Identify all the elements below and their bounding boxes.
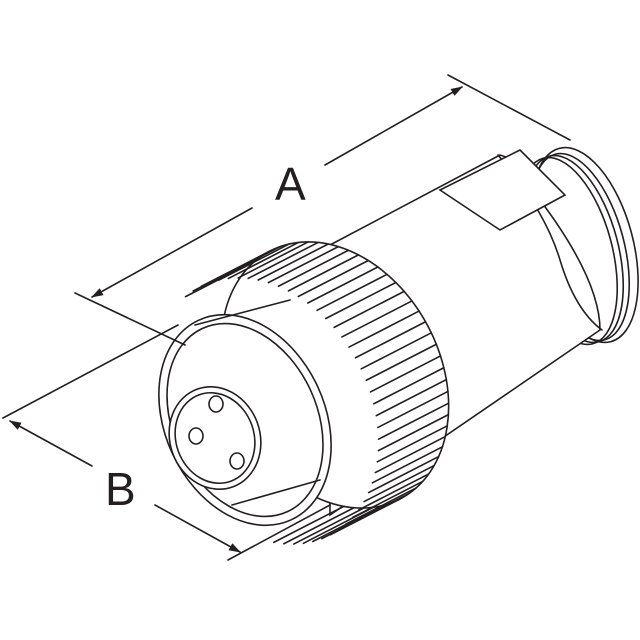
knurl-ridge bbox=[321, 501, 393, 540]
knurl-ridge bbox=[363, 464, 435, 503]
knurl-ridge bbox=[376, 424, 449, 463]
knurl-ridge bbox=[374, 435, 447, 474]
knurl-ridge bbox=[292, 507, 365, 545]
knurl-ridge bbox=[307, 266, 379, 304]
knurl-ridge bbox=[377, 413, 450, 452]
knurl-ridge bbox=[341, 300, 413, 338]
contact-face bbox=[168, 385, 262, 491]
knurl-ridge bbox=[375, 378, 448, 417]
knurl-ridge bbox=[325, 281, 397, 320]
knurl-ridge bbox=[354, 320, 427, 359]
dimension-b: B bbox=[2, 324, 331, 561]
knurl-ridge bbox=[367, 455, 440, 494]
knurl-ridge bbox=[357, 473, 430, 511]
contact-pin bbox=[229, 452, 245, 470]
label-patch bbox=[438, 149, 567, 231]
knurl-ridge bbox=[297, 259, 370, 298]
knurl-ridge bbox=[257, 243, 330, 281]
knurl-ridge bbox=[333, 290, 405, 329]
knurl-ridge bbox=[209, 245, 281, 284]
knurl-ridge bbox=[267, 245, 340, 284]
knurl-ridge bbox=[365, 343, 438, 382]
knurl-ridge bbox=[373, 366, 445, 405]
knurl-ridge bbox=[277, 249, 350, 288]
knurl-ridge bbox=[377, 402, 450, 440]
knurl-ridge bbox=[312, 504, 384, 543]
knurl-ridge bbox=[227, 241, 300, 280]
knurl-ridge bbox=[287, 254, 360, 292]
knurl-ridge bbox=[273, 505, 345, 544]
knurl-ridge bbox=[348, 310, 420, 348]
contact-pin bbox=[208, 395, 224, 413]
knurl-ridge bbox=[377, 390, 449, 429]
knurl-ridge bbox=[369, 355, 442, 393]
knurl-ridge bbox=[218, 243, 290, 281]
knurl-ridge bbox=[360, 332, 433, 370]
knurl-ridge bbox=[237, 241, 309, 279]
dimension-a-label: A bbox=[275, 158, 306, 210]
dimension-a: A bbox=[74, 74, 571, 346]
knurl-ridge bbox=[283, 506, 355, 545]
contact-pin bbox=[188, 427, 204, 445]
knurl-ridge bbox=[371, 446, 444, 484]
knurl-ridge bbox=[316, 273, 388, 312]
dimension-b-label: B bbox=[105, 463, 136, 515]
knurl-ridge bbox=[247, 241, 319, 280]
knurl-ridge bbox=[302, 506, 375, 545]
